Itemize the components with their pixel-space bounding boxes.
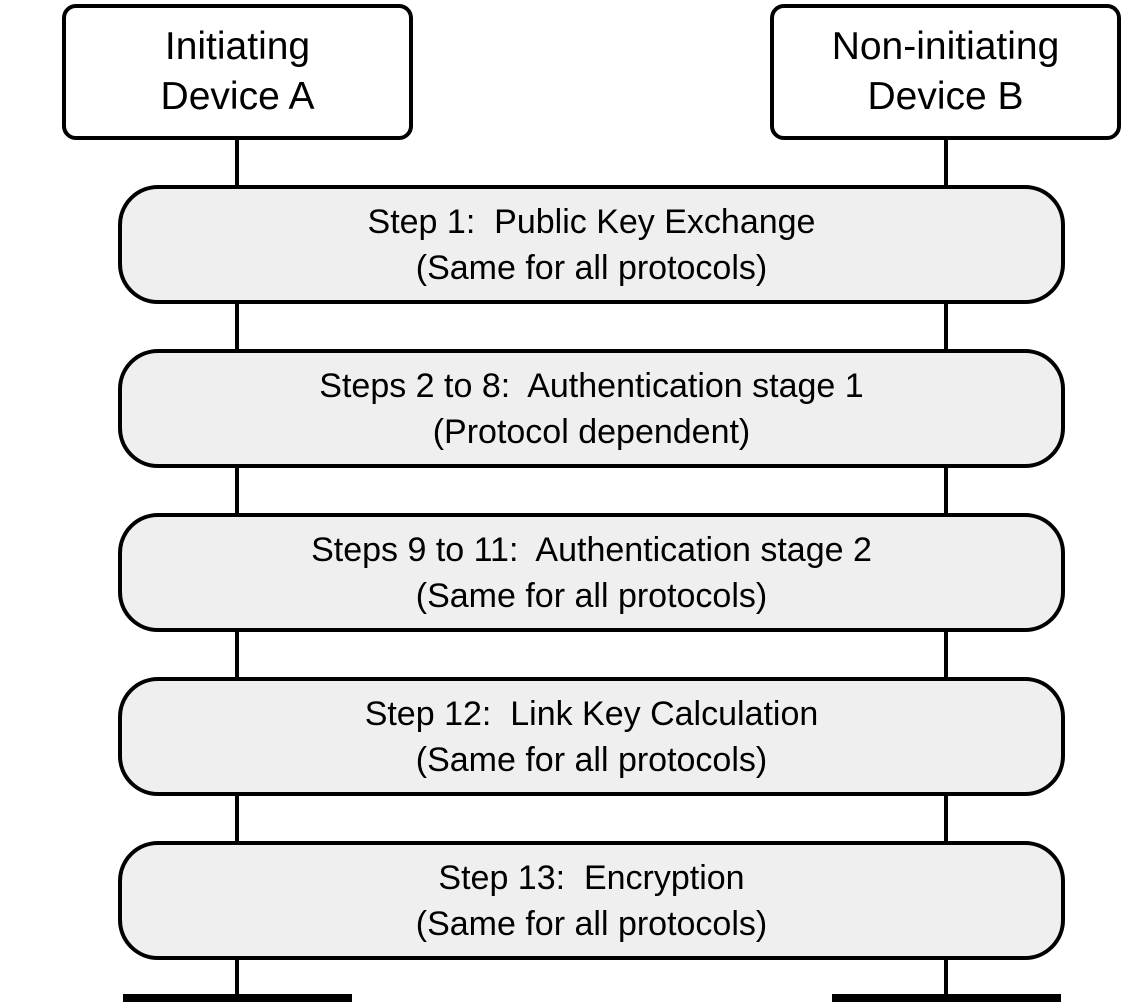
device-a-box: Initiating Device A bbox=[62, 4, 413, 140]
step-box-link-key-calculation: Step 12: Link Key Calculation (Same for … bbox=[118, 677, 1065, 796]
step-box-authentication-stage-2: Steps 9 to 11: Authentication stage 2 (S… bbox=[118, 513, 1065, 632]
step-title: Steps 9 to 11: Authentication stage 2 bbox=[311, 530, 872, 569]
step-title: Step 1: Public Key Exchange bbox=[367, 202, 816, 241]
device-a-line1: Initiating bbox=[164, 25, 311, 68]
step-subtitle: (Same for all protocols) bbox=[415, 740, 768, 779]
step-subtitle: (Same for all protocols) bbox=[415, 904, 768, 943]
device-b-line2: Device B bbox=[867, 75, 1024, 118]
step-subtitle: (Same for all protocols) bbox=[415, 248, 768, 287]
step-title: Step 12: Link Key Calculation bbox=[364, 694, 819, 733]
terminator-device-a bbox=[123, 994, 352, 1002]
device-a-line2: Device A bbox=[160, 75, 315, 118]
step-box-public-key-exchange: Step 1: Public Key Exchange (Same for al… bbox=[118, 185, 1065, 304]
step-box-encryption: Step 13: Encryption (Same for all protoc… bbox=[118, 841, 1065, 960]
step-box-authentication-stage-1: Steps 2 to 8: Authentication stage 1 (Pr… bbox=[118, 349, 1065, 468]
terminator-device-b bbox=[832, 994, 1061, 1002]
step-title: Steps 2 to 8: Authentication stage 1 bbox=[319, 366, 864, 405]
step-title: Step 13: Encryption bbox=[438, 858, 745, 897]
device-b-line1: Non-initiating bbox=[831, 25, 1060, 68]
step-subtitle: (Protocol dependent) bbox=[432, 412, 751, 451]
device-b-box: Non-initiating Device B bbox=[770, 4, 1121, 140]
step-subtitle: (Same for all protocols) bbox=[415, 576, 768, 615]
